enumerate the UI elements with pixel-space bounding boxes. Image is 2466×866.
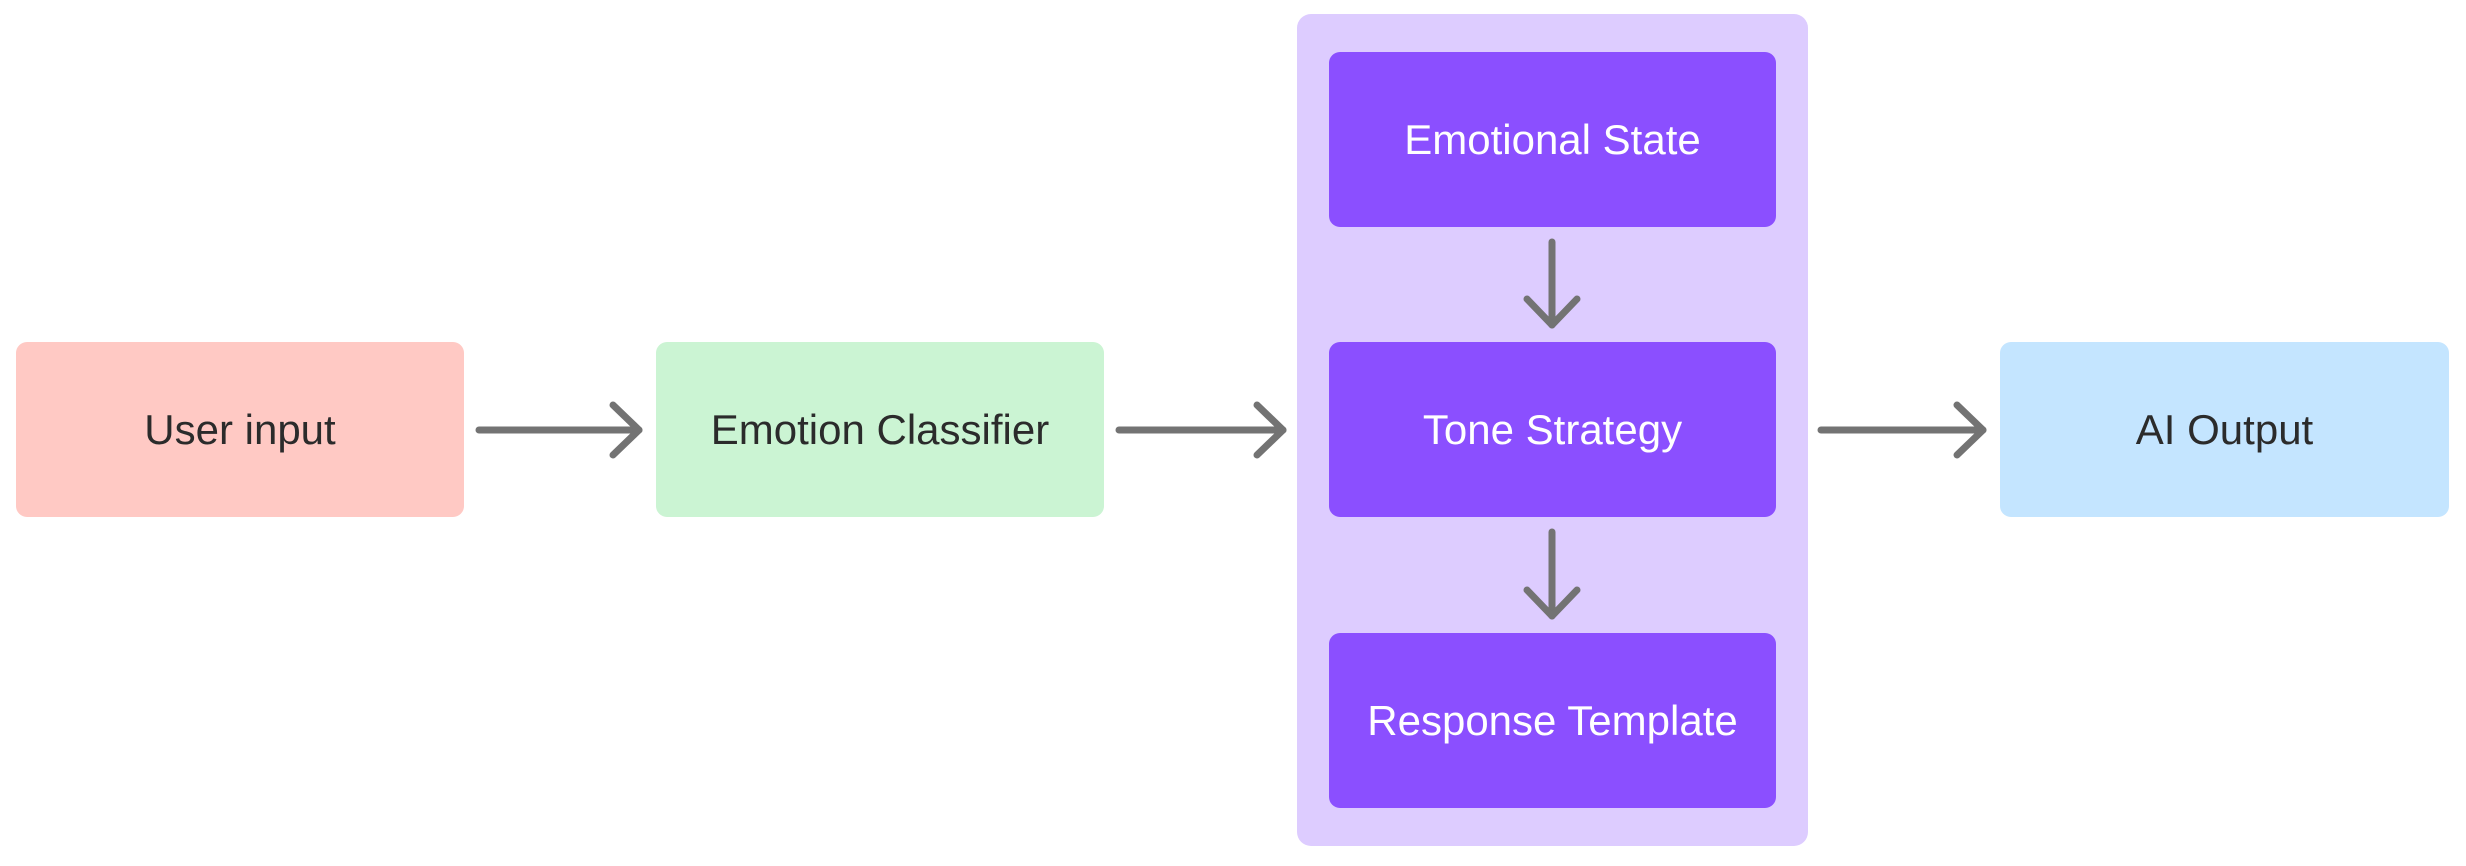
- node-ai-output: AI Output: [2000, 342, 2449, 517]
- arrow-emotion-classifier-to-tone-strategy: [1115, 401, 1287, 459]
- arrow-user-input-to-emotion-classifier: [475, 401, 643, 459]
- node-emotion-classifier: Emotion Classifier: [656, 342, 1104, 517]
- node-emotional-state: Emotional State: [1329, 52, 1776, 227]
- node-response-template: Response Template: [1329, 633, 1776, 808]
- node-user-input: User input: [16, 342, 464, 517]
- arrow-tone-strategy-to-ai-output: [1817, 401, 1987, 459]
- node-tone-strategy: Tone Strategy: [1329, 342, 1776, 517]
